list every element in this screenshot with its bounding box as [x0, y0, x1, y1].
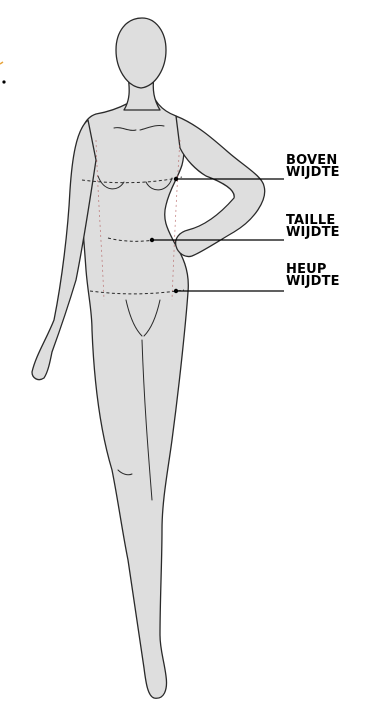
accent-mark — [0, 62, 3, 64]
corner-dot — [2, 80, 5, 83]
waist-label-line2: WIJDTE — [286, 227, 340, 239]
head — [116, 18, 166, 88]
bust-width-label: BOVEN WIJDTE — [286, 155, 340, 179]
waist-width-label: TAILLE WIJDTE — [286, 215, 340, 239]
hip-width-label: HEUP WIJDTE — [286, 264, 340, 288]
body-silhouette — [80, 88, 188, 698]
hip-label-line2: WIJDTE — [286, 276, 340, 288]
right-arm — [176, 116, 265, 257]
bust-label-line2: WIJDTE — [286, 167, 340, 179]
